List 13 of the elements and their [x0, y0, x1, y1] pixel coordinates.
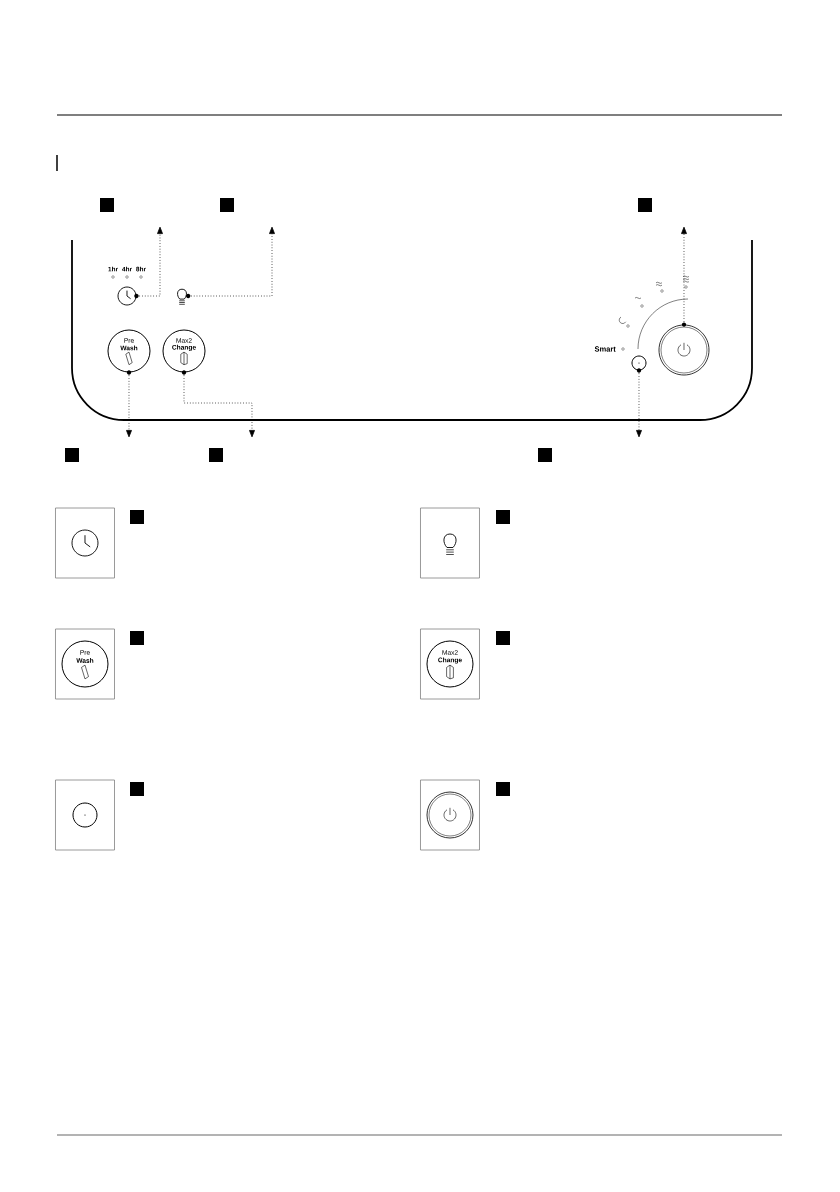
leader-arrow — [126, 372, 132, 438]
icon-box — [420, 779, 480, 851]
leader-arrow — [636, 370, 642, 438]
leader-arrow — [681, 226, 687, 325]
leader-arrow — [183, 372, 255, 438]
timer-button — [117, 286, 139, 306]
icon-box — [55, 507, 115, 579]
icon-box — [420, 507, 480, 579]
light-button — [177, 288, 191, 305]
power-button — [658, 322, 710, 376]
icon-box — [55, 779, 115, 851]
leader-arrow — [136, 226, 163, 297]
mode-button — [631, 355, 647, 373]
